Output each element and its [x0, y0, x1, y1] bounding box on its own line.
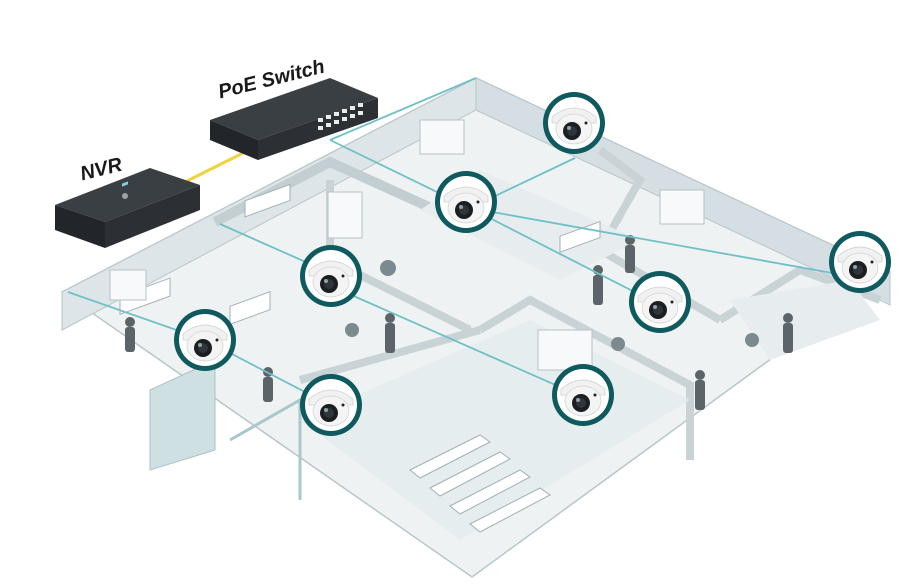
switch-top — [210, 78, 378, 140]
nvr-side — [105, 185, 200, 248]
person-body — [625, 245, 635, 273]
desk — [229, 291, 271, 325]
dome-camera-icon — [173, 308, 237, 372]
plant — [611, 337, 625, 351]
elevator-shaft — [149, 359, 216, 471]
building-floorplan — [60, 77, 892, 578]
nvr-cable — [184, 150, 246, 184]
cable — [469, 207, 861, 279]
desk — [244, 183, 291, 218]
plant — [380, 260, 396, 276]
switch-port — [358, 111, 363, 115]
dome-camera-icon — [434, 170, 498, 234]
person-body — [385, 323, 395, 353]
dome-camera-icon — [551, 363, 615, 427]
switch-port — [342, 109, 347, 113]
nvr-front — [55, 205, 105, 248]
switch-port — [334, 112, 339, 116]
switch-port — [350, 114, 355, 118]
switch-port — [334, 120, 339, 124]
whiteboard — [537, 329, 593, 371]
poe-switch-device — [210, 78, 378, 160]
bookshelf — [327, 191, 363, 239]
switch-port — [350, 106, 355, 110]
switch-port — [342, 117, 347, 121]
dome-camera-icon — [542, 91, 606, 155]
nvr-led — [122, 181, 128, 187]
person — [385, 313, 395, 323]
bench-row — [449, 469, 531, 515]
dome-camera-icon — [299, 244, 363, 308]
person-body — [593, 275, 603, 305]
window — [659, 189, 705, 225]
nvr-device — [55, 168, 200, 248]
bench-row — [429, 451, 511, 497]
person-body — [783, 323, 793, 353]
bench-row — [409, 434, 491, 479]
cable — [469, 207, 661, 306]
person-body — [263, 377, 273, 402]
switch-port — [318, 118, 323, 122]
dome-camera-icon — [828, 230, 892, 294]
person-body — [695, 380, 705, 410]
nvr-logo — [122, 193, 128, 199]
plant — [345, 323, 359, 337]
person — [695, 370, 705, 380]
office-floor — [730, 280, 880, 360]
glass-partition — [229, 397, 302, 500]
switch-port — [358, 103, 363, 107]
switch-port — [318, 126, 323, 130]
cable — [329, 77, 477, 141]
person — [125, 317, 135, 327]
plant — [745, 333, 759, 347]
person — [783, 313, 793, 323]
dome-camera-icon — [299, 373, 363, 437]
partition-wall — [477, 295, 694, 460]
window — [109, 269, 147, 301]
cable — [339, 289, 586, 399]
switch-port — [326, 115, 331, 119]
person-body — [125, 327, 135, 352]
switch-front — [210, 120, 258, 160]
window — [419, 119, 465, 155]
dome-camera-icon — [628, 270, 692, 334]
bench-row — [469, 487, 551, 533]
switch-port — [326, 123, 331, 127]
